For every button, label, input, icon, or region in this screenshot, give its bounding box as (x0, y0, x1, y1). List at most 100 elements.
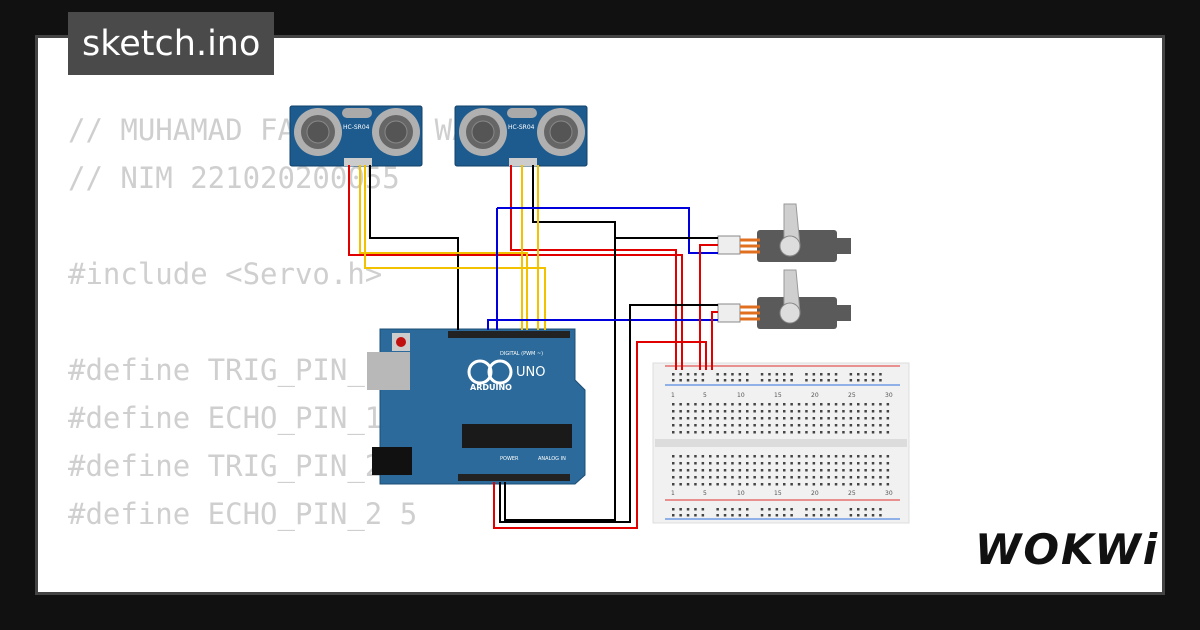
breadboard-hole (723, 483, 727, 486)
breadboard-hole (686, 373, 690, 376)
breadboard-hole (679, 476, 682, 479)
breadboard-hole (805, 508, 808, 511)
breadboard-hole (701, 410, 705, 413)
breadboard-col-label: 25 (848, 392, 856, 399)
wokwi-logo: WOKWi (975, 525, 1160, 574)
breadboard-hole (783, 469, 786, 472)
breadboard[interactable]: 1 5 10 15 20 25 30 1 5 10 15 20 25 30 (652, 362, 910, 524)
breadboard-hole (812, 424, 816, 427)
breadboard-hole (871, 462, 875, 465)
breadboard-hole (738, 483, 742, 486)
breadboard-hole (871, 417, 875, 420)
ultrasonic-sensor-1[interactable]: HC-SR04 (289, 105, 423, 167)
breadboard-hole (834, 508, 838, 511)
breadboard-hole (753, 483, 756, 486)
breadboard-hole (686, 431, 690, 434)
usb-port (367, 352, 410, 390)
breadboard-hole (775, 379, 779, 382)
breadboard-hole (790, 424, 793, 427)
breadboard-hole (716, 403, 719, 406)
breadboard-col-label: 10 (737, 392, 745, 399)
breadboard-hole (760, 469, 764, 472)
breadboard-hole (820, 514, 823, 517)
analog-label: ANALOG IN (538, 456, 566, 462)
breadboard-hole (679, 462, 682, 465)
breadboard-hole (842, 424, 845, 427)
breadboard-hole (686, 403, 690, 406)
code-line: #define TRIG_PIN_2 (68, 449, 383, 483)
breadboard-hole (723, 379, 727, 382)
arduino-uno[interactable]: ARDUINO UNO DIGITAL (PWM ~) POWER ANALOG… (367, 328, 586, 485)
breadboard-hole (679, 410, 682, 413)
breadboard-hole (753, 476, 756, 479)
breadboard-hole (805, 417, 808, 420)
breadboard-hole (746, 431, 749, 434)
breadboard-col-label: 1 (671, 392, 675, 399)
breadboard-hole (686, 462, 690, 465)
breadboard-hole (686, 379, 690, 382)
arduino-brand: ARDUINO (470, 383, 512, 392)
breadboard-hole (849, 424, 853, 427)
breadboard-hole (775, 403, 779, 406)
breadboard-hole (672, 373, 675, 376)
breadboard-hole (805, 514, 808, 517)
breadboard-hole (701, 403, 705, 406)
breadboard-hole (864, 514, 867, 517)
breadboard-hole (701, 379, 705, 382)
breadboard-hole (709, 403, 712, 406)
breadboard-hole (701, 455, 705, 458)
breadboard-col-label: 10 (737, 490, 745, 497)
breadboard-hole (701, 373, 705, 376)
breadboard-hole (879, 410, 882, 413)
breadboard-hole (820, 417, 823, 420)
breadboard-hole (753, 424, 756, 427)
breadboard-hole (849, 417, 853, 420)
breadboard-hole (864, 379, 867, 382)
breadboard-hole (871, 455, 875, 458)
breadboard-hole (820, 462, 823, 465)
breadboard-hole (857, 431, 860, 434)
breadboard-hole (753, 455, 756, 458)
breadboard-hole (746, 410, 749, 413)
breadboard-hole (716, 424, 719, 427)
breadboard-hole (790, 508, 793, 511)
breadboard-hole (834, 424, 838, 427)
breadboard-hole (709, 462, 712, 465)
breadboard-hole (834, 379, 838, 382)
breadboard-hole (834, 373, 838, 376)
breadboard-hole (738, 455, 742, 458)
breadboard-hole (871, 483, 875, 486)
breadboard-col-label: 1 (671, 490, 675, 497)
breadboard-hole (723, 410, 727, 413)
breadboard-hole (701, 462, 705, 465)
breadboard-hole (812, 462, 816, 465)
servo-motor-1[interactable] (717, 203, 851, 262)
breadboard-hole (738, 476, 742, 479)
file-tab[interactable]: sketch.ino (68, 12, 275, 75)
breadboard-hole (790, 469, 793, 472)
breadboard-hole (731, 476, 734, 479)
code-line: #include <Servo.h> (68, 257, 383, 291)
breadboard-hole (849, 373, 853, 376)
breadboard-hole (879, 514, 882, 517)
breadboard-hole (797, 476, 801, 479)
breadboard-hole (701, 469, 705, 472)
breadboard-hole (849, 476, 853, 479)
breadboard-hole (768, 462, 771, 465)
breadboard-hole (716, 469, 719, 472)
ultrasonic-sensor-2[interactable]: HC-SR04 (454, 105, 588, 167)
breadboard-hole (886, 403, 890, 406)
breadboard-hole (879, 483, 882, 486)
breadboard-hole (857, 373, 860, 376)
breadboard-hole (716, 455, 719, 458)
servo-motor-2[interactable] (717, 269, 851, 329)
breadboard-hole (834, 455, 838, 458)
breadboard-hole (879, 469, 882, 472)
breadboard-hole (849, 462, 853, 465)
breadboard-hole (731, 455, 734, 458)
breadboard-hole (797, 462, 801, 465)
breadboard-hole (827, 483, 830, 486)
breadboard-hole (686, 508, 690, 511)
breadboard-hole (716, 410, 719, 413)
breadboard-hole (783, 476, 786, 479)
